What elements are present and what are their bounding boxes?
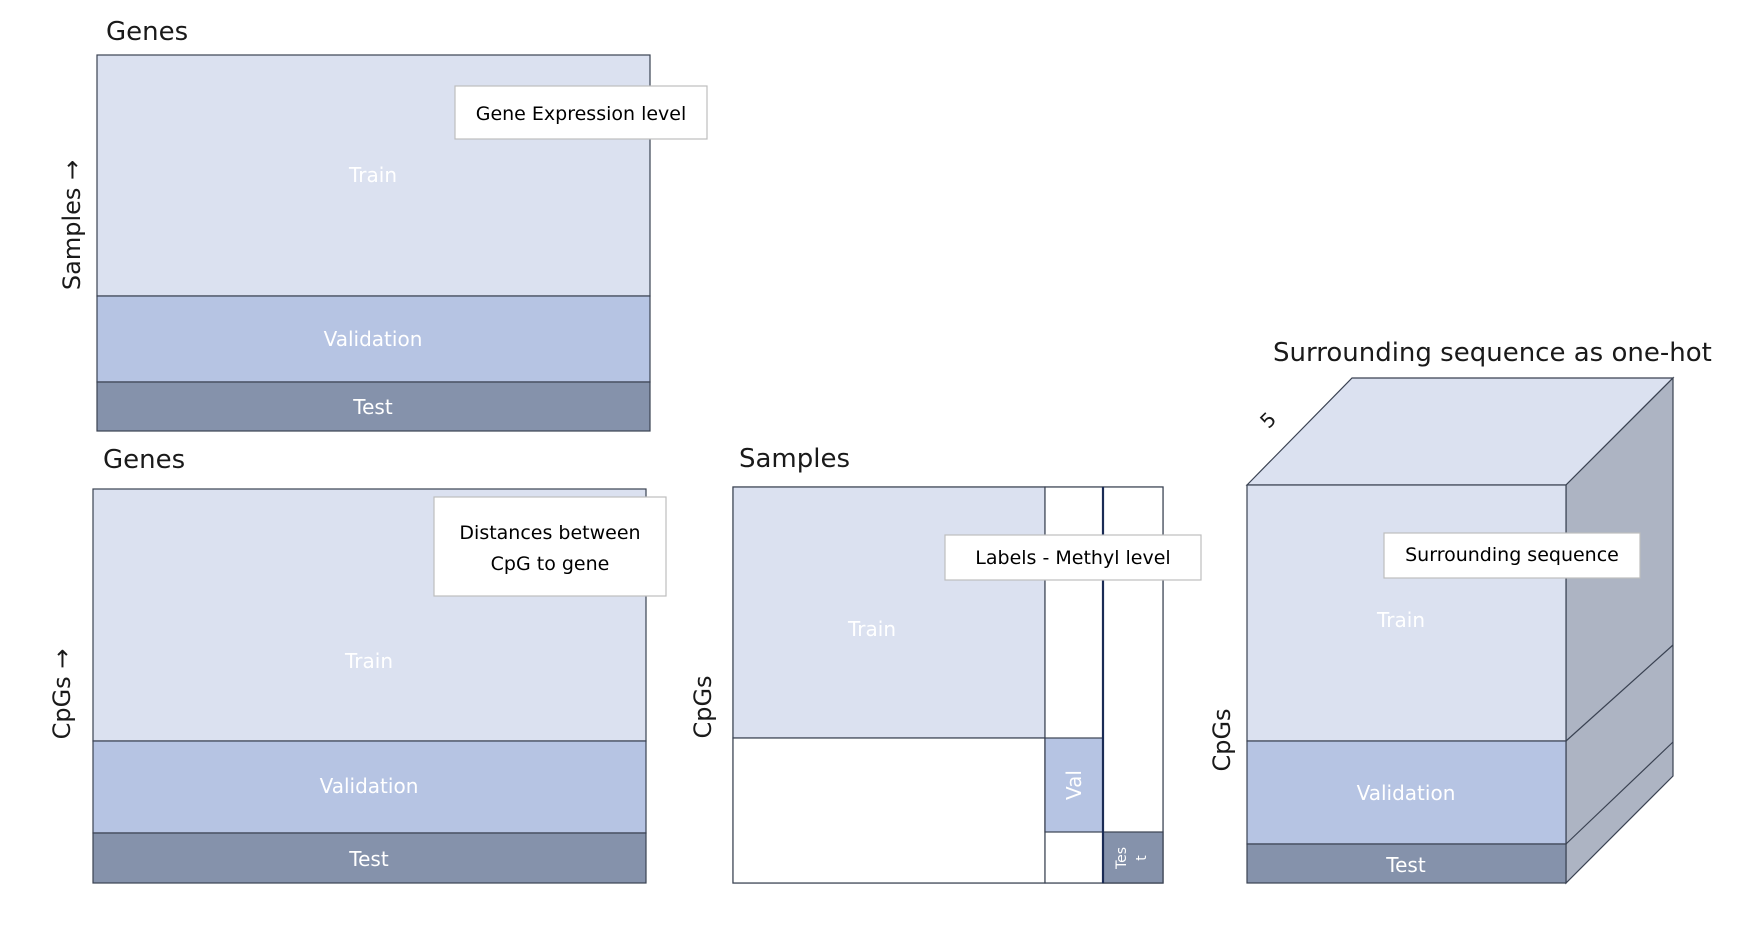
panel3-val-label: Val bbox=[1062, 770, 1086, 800]
panel1-validation-label: Validation bbox=[324, 327, 423, 351]
panel2-heading: Genes bbox=[103, 445, 185, 475]
panel1-test-block bbox=[96, 381, 651, 432]
panel1-test-label: Test bbox=[352, 395, 393, 419]
panel2-validation-label: Validation bbox=[320, 774, 419, 798]
panel3-train-label: Train bbox=[847, 617, 896, 641]
cube-front-test bbox=[1246, 843, 1567, 884]
panel3-callout: Labels - Methyl level bbox=[975, 547, 1170, 569]
panel3-test-label-line2: t bbox=[1134, 855, 1150, 861]
panel2-axis-label: CpGs → bbox=[48, 649, 76, 740]
panel1-axis-label: Samples → bbox=[58, 160, 86, 290]
panel4-test-label: Test bbox=[1385, 853, 1426, 877]
cube-front-validation bbox=[1246, 740, 1567, 845]
panel3-axis-label: CpGs bbox=[689, 675, 717, 738]
cube-side-split-1 bbox=[1565, 644, 1674, 742]
panel2-validation-block bbox=[92, 740, 647, 834]
panel3-val-block bbox=[1044, 737, 1104, 833]
panel2-test-block bbox=[92, 832, 647, 884]
panel3-heading: Samples bbox=[739, 444, 850, 474]
panel1-validation-block bbox=[96, 295, 651, 383]
panel1-callout-box bbox=[454, 85, 708, 140]
panel4-callout: Surrounding sequence bbox=[1405, 544, 1619, 566]
panel3-empty-block bbox=[732, 737, 1046, 884]
panel1-train-label: Train bbox=[348, 163, 397, 187]
panel2-callout-line1: Distances between bbox=[459, 522, 640, 544]
panel4-callout-box bbox=[1383, 532, 1641, 579]
panel1-heading: Genes bbox=[106, 17, 188, 47]
cube-front-train bbox=[1246, 484, 1567, 742]
panel3-test-block bbox=[1102, 831, 1164, 884]
panel3-test-label-line1: Tes bbox=[1114, 847, 1130, 870]
panel-sequence-cube: Surrounding sequence as one-hot CpGs 5 T… bbox=[1208, 338, 1712, 885]
panel3-train-block bbox=[732, 486, 1046, 739]
panel-methyl-labels: Samples CpGs Train Val Tes t Labels - Me… bbox=[689, 444, 1202, 884]
panel3-callout-box bbox=[944, 534, 1202, 581]
panel2-callout-box bbox=[433, 496, 667, 597]
cube-side-split-2 bbox=[1565, 741, 1674, 845]
panel4-heading: Surrounding sequence as one-hot bbox=[1273, 338, 1712, 368]
panel4-depth-label: 5 bbox=[1255, 407, 1281, 433]
panel-cpg-gene-distances: Genes CpGs → Train Validation Test Dista… bbox=[48, 445, 667, 884]
panel4-axis-label: CpGs bbox=[1208, 708, 1236, 771]
panel4-validation-label: Validation bbox=[1357, 781, 1456, 805]
panel-gene-expression: Genes Samples → Train Validation Test Ge… bbox=[58, 17, 708, 432]
panel4-train-label: Train bbox=[1376, 608, 1425, 632]
panel2-train-label: Train bbox=[344, 649, 393, 673]
panel2-test-label: Test bbox=[348, 847, 389, 871]
panel2-callout-line2: CpG to gene bbox=[491, 553, 610, 575]
panel1-callout: Gene Expression level bbox=[476, 103, 687, 125]
